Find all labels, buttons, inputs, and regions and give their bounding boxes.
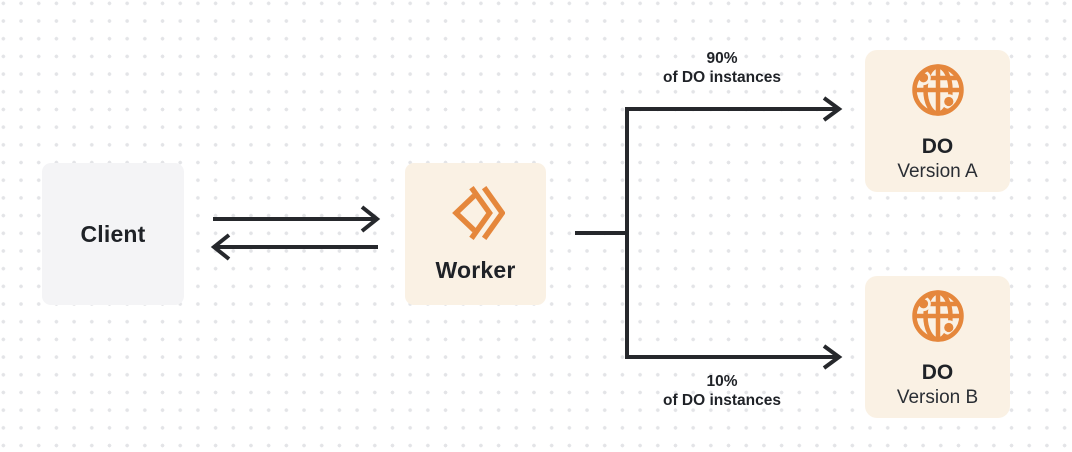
client-label: Client <box>80 220 146 247</box>
split-bottom-caption: of DO instances <box>663 392 781 409</box>
split-top-caption: of DO instances <box>663 69 781 86</box>
do-version-a-node: DO Version A <box>865 50 1010 192</box>
do-a-title: DO <box>921 135 954 158</box>
do-a-subtitle: Version A <box>897 161 978 183</box>
split-arrow-bottom-head <box>822 344 843 370</box>
cloudflare-workers-logo-icon <box>451 186 505 240</box>
split-arrow-top-head <box>822 96 843 122</box>
client-node: Client <box>42 163 184 305</box>
branch-connector <box>625 107 836 359</box>
client-to-worker-arrow <box>213 205 381 233</box>
split-top-percent: 90% <box>706 50 738 67</box>
split-bottom-percent: 10% <box>706 373 738 390</box>
do-b-subtitle: Version B <box>896 387 979 409</box>
durable-object-globe-icon <box>911 290 964 342</box>
do-b-title: DO <box>921 361 954 384</box>
do-version-b-node: DO Version B <box>865 276 1010 418</box>
durable-object-globe-icon <box>911 64 964 116</box>
worker-label: Worker <box>435 257 516 283</box>
worker-to-client-arrow <box>210 233 378 261</box>
split-top-label: 90% of DO instances <box>612 49 832 87</box>
worker-node: Worker <box>405 163 546 305</box>
split-bottom-label: 10% of DO instances <box>612 372 832 410</box>
